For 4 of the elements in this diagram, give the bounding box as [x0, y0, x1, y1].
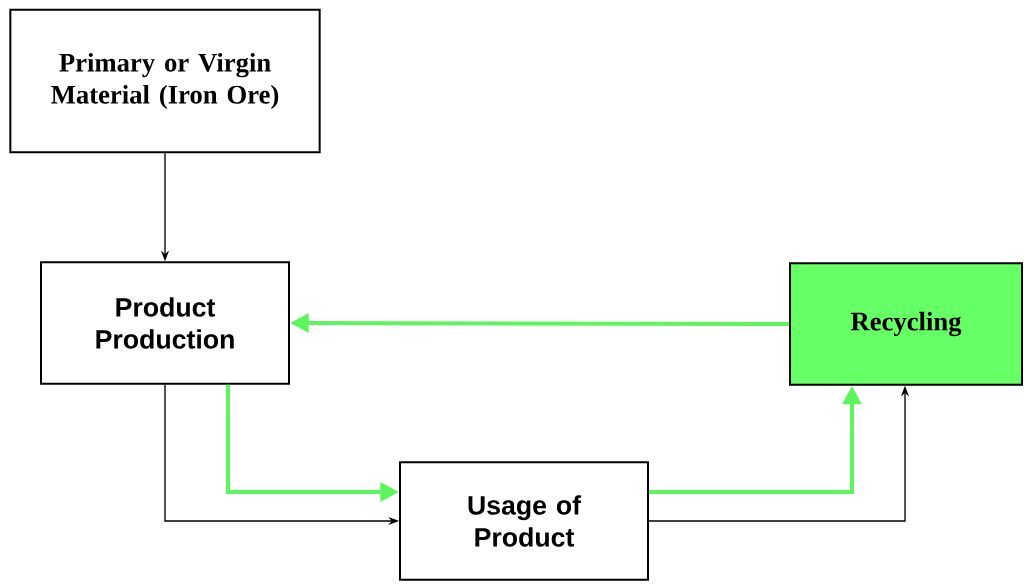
- process-box: Primary or Virgin Material (Iron Ore): [9, 8, 321, 154]
- process-box: Usage of Product: [399, 461, 649, 581]
- process-box: Product Production: [40, 261, 290, 385]
- process-box: Recycling: [789, 262, 1023, 386]
